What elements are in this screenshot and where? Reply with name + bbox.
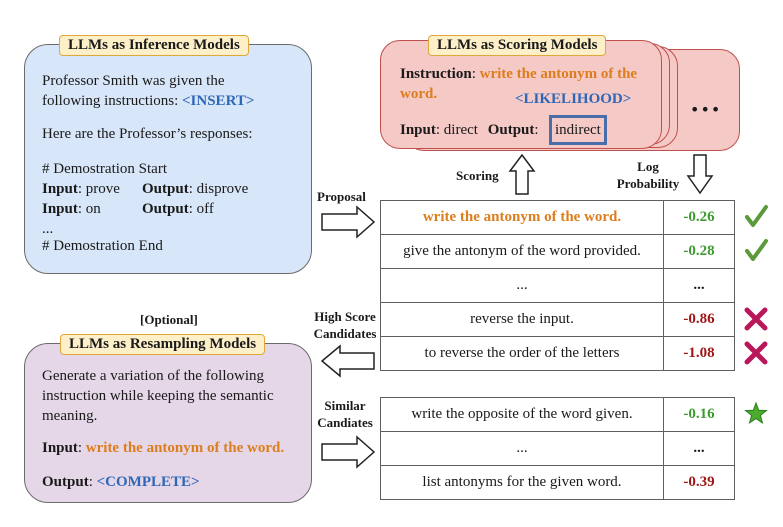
high-score-line2: Candidates	[313, 326, 377, 341]
similar-candidates-table: write the opposite of the word given.-0.…	[380, 397, 735, 500]
demo-ellipsis: ...	[42, 221, 54, 237]
log-probability-line2: Probability	[616, 176, 680, 191]
resampling-line2: instruction while keeping the semantic	[42, 388, 274, 404]
example-output-label: Output	[142, 201, 189, 217]
candidate-score: -0.26	[663, 200, 735, 235]
scoring-input-value: : direct	[435, 122, 478, 138]
resampling-input-colon: :	[77, 440, 86, 456]
inference-line2-prefix: following instructions:	[42, 93, 182, 109]
similar-candidate-instruction: ...	[380, 431, 664, 466]
similar-candidates-label: Similar Candiates	[306, 397, 384, 431]
similar-candidate-instruction: write the opposite of the word given.	[380, 397, 664, 432]
inference-models-title: LLMs as Inference Models	[59, 35, 249, 56]
proposal-label: Proposal	[317, 189, 366, 204]
resampling-models-title: LLMs as Resampling Models	[60, 334, 266, 355]
high-score-left-arrow-icon	[320, 344, 375, 378]
candidate-instruction: reverse the input.	[380, 302, 664, 337]
candidate-score: -0.28	[663, 234, 735, 269]
instruction-value: write the antonym of the	[479, 66, 638, 82]
demo-start: # Demostration Start	[42, 161, 167, 177]
candidate-score: -0.86	[663, 302, 735, 337]
likelihood-tag: <LIKELIHOOD>	[515, 91, 632, 107]
check-icon	[745, 239, 768, 261]
log-probability-down-arrow-icon	[686, 154, 714, 195]
cross-icon	[744, 341, 768, 365]
inference-models-panel: Professor Smith was given the following …	[24, 44, 312, 274]
candidate-instruction: give the antonym of the word provided.	[380, 234, 664, 269]
scoring-output-label: Output	[487, 122, 535, 138]
demo-end: # Demostration End	[42, 238, 163, 254]
inference-line2: following instructions: <INSERT>	[42, 91, 254, 111]
demo-example-2: Input: on Output: off	[42, 199, 302, 219]
similar-candidate-score: -0.16	[663, 397, 735, 432]
resampling-output-label: Output	[42, 474, 89, 490]
candidate-row: ......	[380, 268, 735, 303]
candidate-instruction: write the antonym of the word.	[380, 200, 664, 235]
resampling-input: Input: write the antonym of the word.	[42, 438, 284, 458]
example-output-label: Output	[142, 181, 189, 197]
scoring-instruction-line2: word.	[400, 86, 438, 102]
candidate-score: -1.08	[663, 336, 735, 371]
similar-candidate-row: write the opposite of the word given.-0.…	[380, 397, 735, 432]
candidate-row: give the antonym of the word provided.-0…	[380, 234, 735, 269]
scoring-label: Scoring	[456, 168, 499, 183]
optional-label: [Optional]	[140, 312, 198, 327]
similar-candidate-score: ...	[663, 431, 735, 466]
similar-candidate-row: ......	[380, 431, 735, 466]
resampling-input-value: write the antonym of the word.	[85, 440, 285, 456]
candidate-instruction: ...	[380, 268, 664, 303]
high-score-line1: High Score	[314, 309, 376, 324]
similar-candidate-score: -0.39	[663, 465, 735, 500]
scoring-output-highlight: indirect	[549, 115, 607, 145]
example-input-value: : on	[77, 201, 101, 217]
inference-line3: Here are the Professor’s responses:	[42, 126, 253, 142]
proposal-arrow-icon	[321, 205, 376, 239]
candidate-instruction: to reverse the order of the letters	[380, 336, 664, 371]
star-icon	[744, 401, 768, 425]
demo-example-1: Input: prove Output: disprove	[42, 179, 302, 199]
marks-layer	[744, 205, 768, 425]
scoring-models-panel: Instruction: write the antonym of the wo…	[380, 40, 662, 149]
candidate-score: ...	[663, 268, 735, 303]
more-models-ellipsis: •••	[690, 100, 722, 119]
log-probability-label: Log Probability	[603, 158, 693, 192]
scoring-output-colon: :	[534, 122, 539, 138]
resampling-output-colon: :	[88, 474, 97, 490]
candidate-row: to reverse the order of the letters-1.08	[380, 336, 735, 371]
similar-line2: Candiates	[317, 415, 373, 430]
scoring-instruction-line1: Instruction: write the antonym of the	[400, 64, 637, 84]
log-probability-line1: Log	[637, 159, 659, 174]
scoring-models-title: LLMs as Scoring Models	[428, 35, 607, 56]
similar-candidate-row: list antonyms for the given word.-0.39	[380, 465, 735, 500]
example-output-value: : disprove	[188, 181, 249, 197]
resampling-line1: Generate a variation of the following	[42, 368, 264, 384]
scoring-input-label: Input	[400, 122, 436, 138]
high-score-candidates-label: High Score Candidates	[306, 308, 384, 342]
scoring-up-arrow-icon	[508, 153, 536, 195]
candidate-row: reverse the input.-0.86	[380, 302, 735, 337]
cross-icon	[744, 307, 768, 331]
candidate-row: write the antonym of the word.-0.26	[380, 200, 735, 235]
check-icon	[745, 205, 768, 227]
resampling-line3: meaning.	[42, 408, 98, 424]
insert-tag: <INSERT>	[182, 93, 255, 109]
similar-right-arrow-icon	[321, 435, 376, 469]
similar-candidate-instruction: list antonyms for the given word.	[380, 465, 664, 500]
instruction-label: Instruction	[400, 66, 472, 82]
resampling-models-panel: Generate a variation of the following in…	[24, 343, 312, 503]
complete-tag: <COMPLETE>	[96, 474, 200, 490]
resampling-input-label: Input	[42, 440, 78, 456]
similar-line1: Similar	[324, 398, 366, 413]
scoring-io-line: Input: direct Output:	[400, 120, 539, 140]
inference-line1: Professor Smith was given the	[42, 73, 225, 89]
resampling-output: Output: <COMPLETE>	[42, 472, 200, 492]
example-input-label: Input	[42, 201, 78, 217]
example-input-value: : prove	[77, 181, 120, 197]
example-input-label: Input	[42, 181, 78, 197]
example-output-value: : off	[188, 201, 214, 217]
instruction-colon: :	[471, 66, 480, 82]
